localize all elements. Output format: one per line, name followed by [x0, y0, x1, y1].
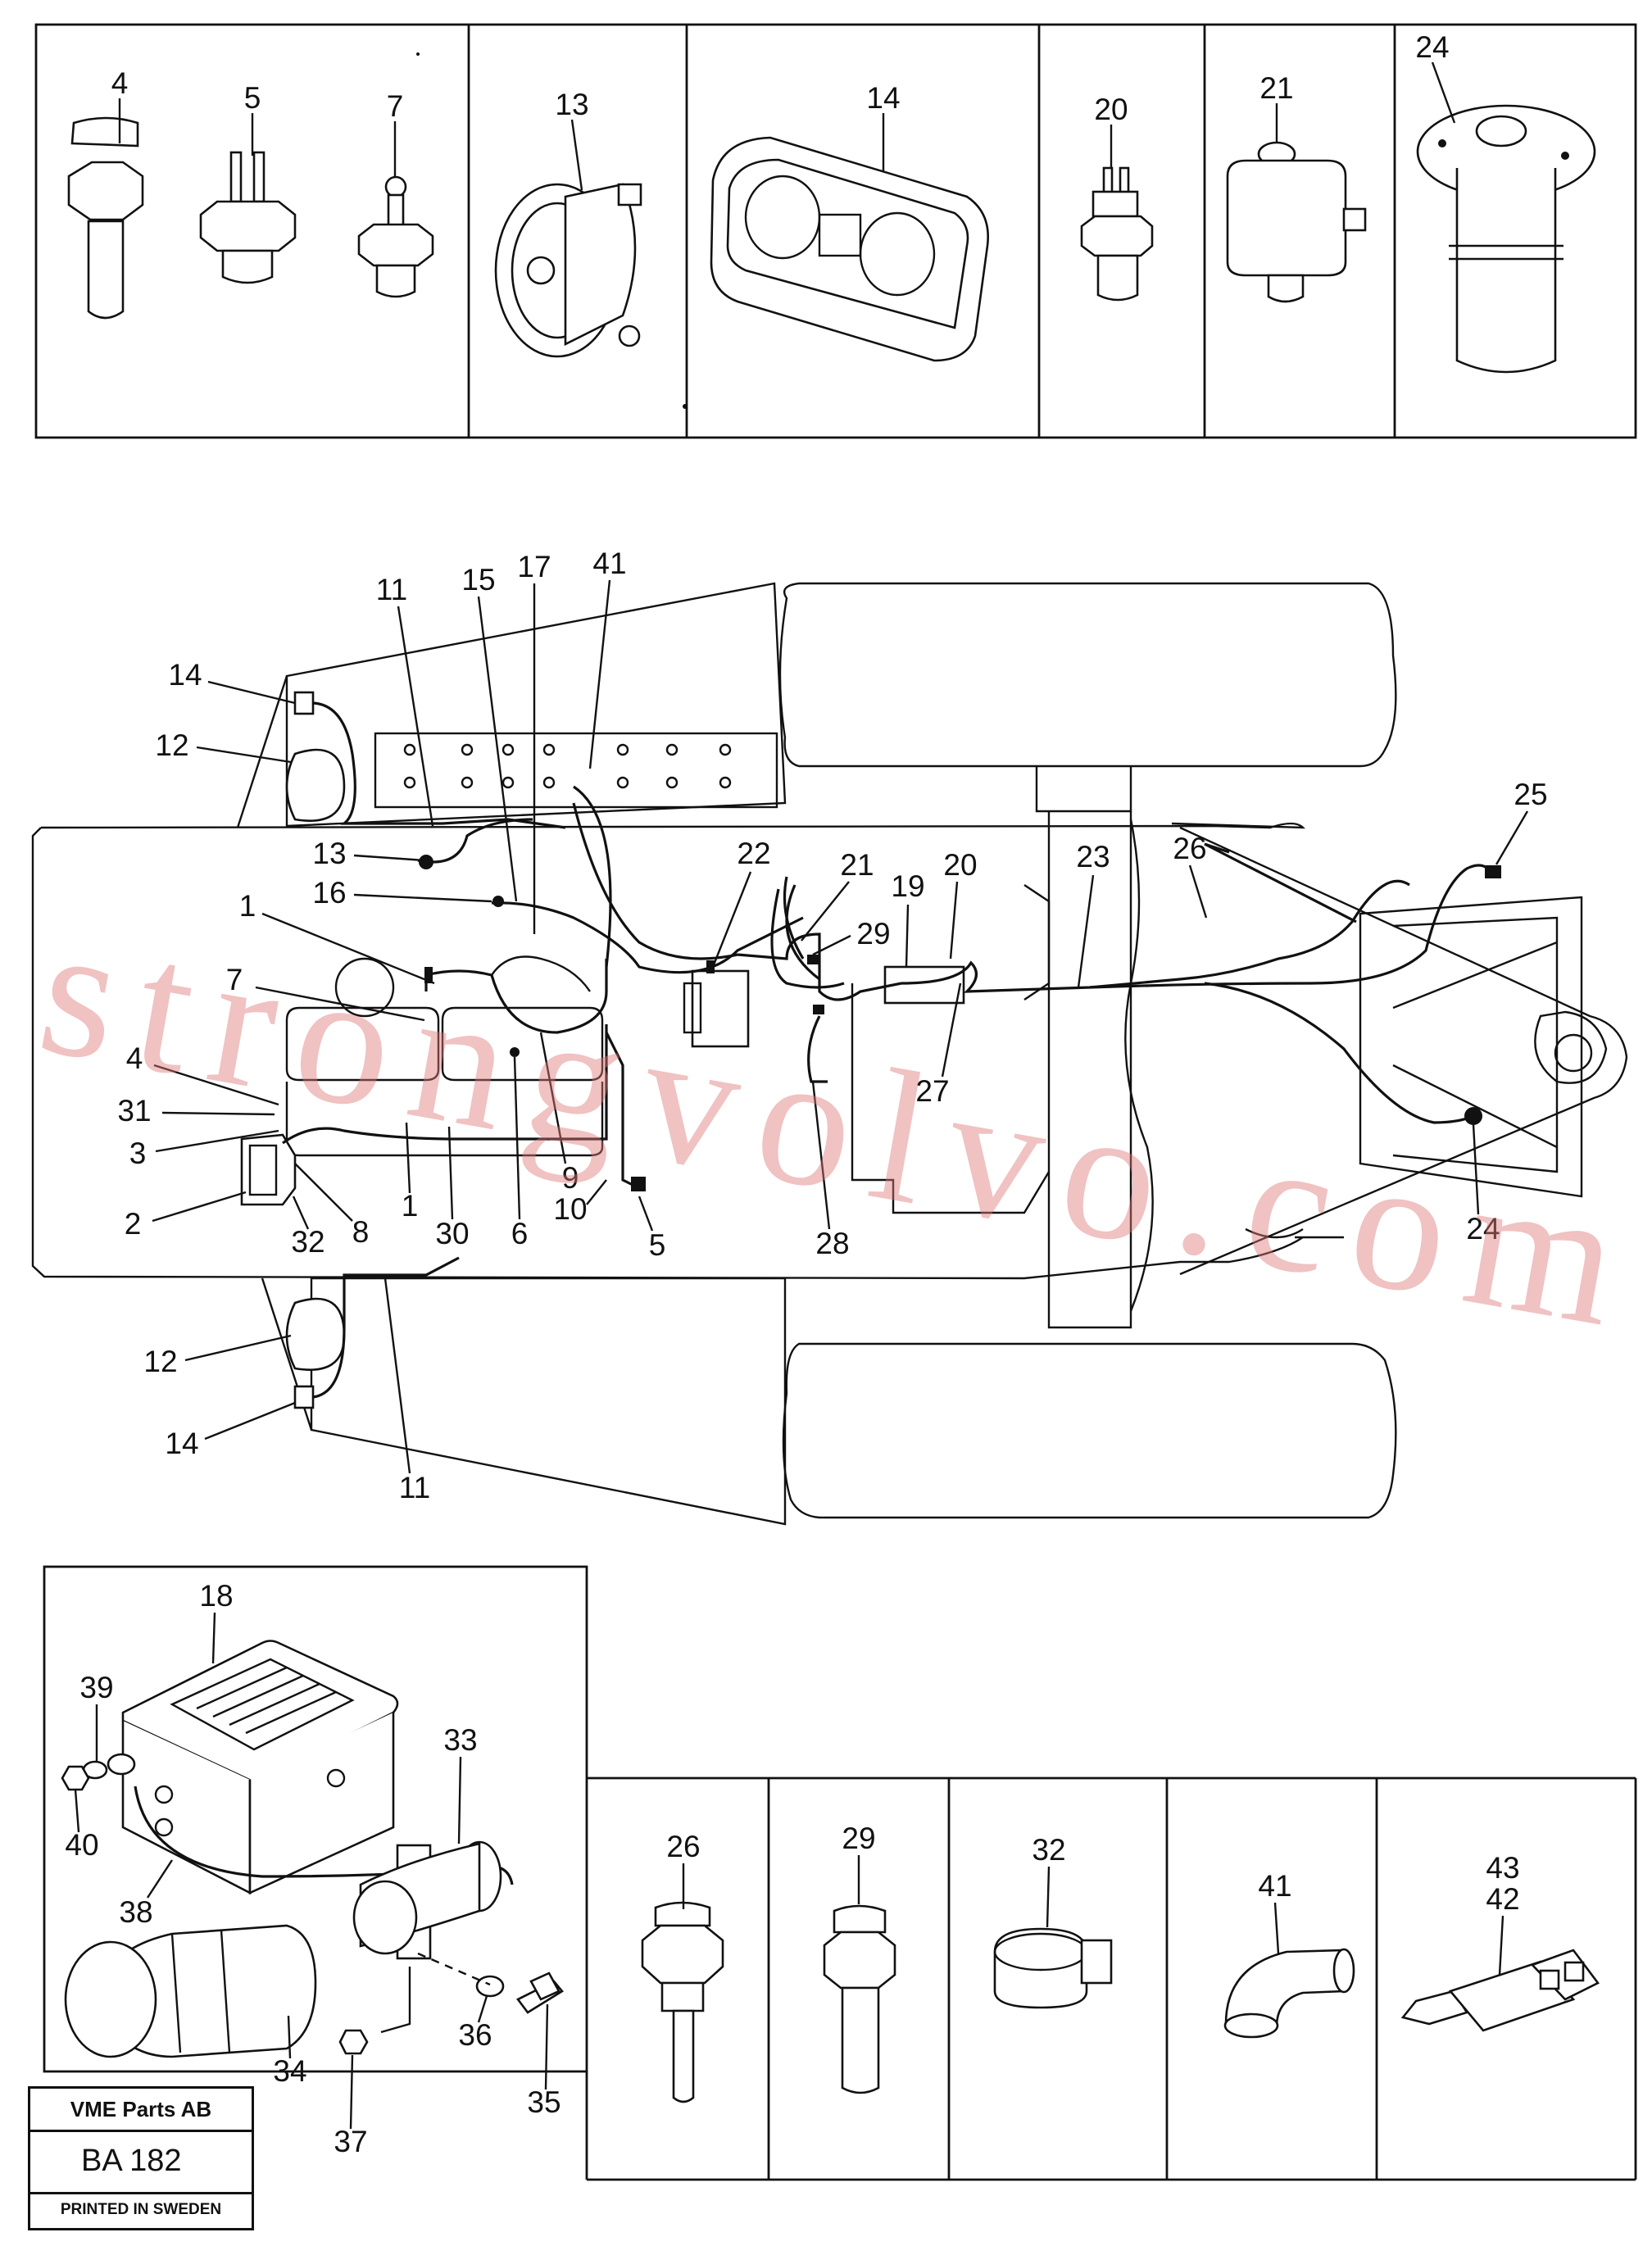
title-block: VME Parts AB BA 182 PRINTED IN SWEDEN	[28, 2086, 254, 2230]
callout-33: 33	[443, 1723, 477, 1757]
callout-13-overview: 13	[312, 837, 346, 870]
sender-part-20	[1080, 166, 1154, 302]
callout-41-overview: 41	[592, 547, 626, 580]
connector-part-42-43	[1400, 1949, 1600, 2032]
callout-34: 34	[273, 2054, 306, 2088]
callout-1-bottom: 1	[402, 1189, 419, 1223]
callout-42: 42	[1486, 1882, 1519, 1916]
callout-24: 24	[1415, 30, 1449, 64]
callout-26-overview: 26	[1173, 832, 1206, 865]
callout-12-bottom: 12	[143, 1345, 177, 1378]
bottom-parts-strip: 26 29 32 41 43 42	[585, 1776, 1637, 2181]
callout-30: 30	[435, 1217, 469, 1250]
callout-35: 35	[527, 2085, 560, 2119]
callout-29-bottom: 29	[842, 1822, 875, 1855]
callout-15: 15	[461, 563, 495, 597]
callout-23: 23	[1076, 840, 1110, 873]
sensor-part-26	[641, 1901, 724, 2103]
elbow-boot-part-41	[1223, 1948, 1355, 2039]
callout-27: 27	[915, 1074, 949, 1108]
callout-39: 39	[79, 1671, 113, 1704]
callout-32-bottom: 32	[1032, 1833, 1065, 1867]
callout-20-overview: 20	[943, 848, 977, 882]
callout-13: 13	[555, 88, 588, 121]
cap-part-32	[993, 1927, 1113, 2009]
callout-29-overview: 29	[856, 917, 890, 951]
callout-12-top: 12	[155, 728, 188, 762]
wiring-harness	[282, 701, 1493, 1399]
printed-note: PRINTED IN SWEDEN	[60, 2201, 222, 2218]
callout-38: 38	[119, 1895, 152, 1929]
machine-overview-diagram: 11 15 17 41 14 12 13 16 1 7 4 31 3 2 32 …	[31, 547, 1628, 1526]
callout-8: 8	[352, 1215, 370, 1249]
callout-14-top: 14	[168, 658, 202, 692]
callout-14: 14	[866, 81, 900, 115]
company-name: VME Parts AB	[30, 2089, 252, 2132]
callout-7-overview: 7	[226, 963, 243, 996]
solenoid-valve-part-21	[1226, 141, 1367, 303]
callout-31: 31	[117, 1094, 151, 1128]
callout-9: 9	[562, 1161, 579, 1195]
callout-5-overview: 5	[649, 1228, 666, 1262]
callout-4: 4	[111, 66, 129, 100]
callout-6: 6	[511, 1217, 529, 1250]
callout-24-overview: 24	[1466, 1212, 1500, 1246]
callout-10: 10	[553, 1192, 587, 1226]
callout-1-top: 1	[239, 889, 256, 923]
callout-19: 19	[891, 869, 924, 903]
callout-17: 17	[517, 550, 551, 583]
callout-43: 43	[1486, 1851, 1519, 1885]
top-parts-strip: 4 5 7 13 14 20 21 24	[34, 23, 1637, 439]
rear-lamp-part-14	[710, 136, 989, 362]
callout-20: 20	[1094, 93, 1128, 126]
callout-4-overview: 4	[126, 1041, 143, 1075]
callout-11-top: 11	[376, 573, 407, 606]
control-unit-detail: 18 39 40 38 33 34 36 35 37	[43, 1565, 588, 2158]
callout-41-bottom: 41	[1258, 1869, 1291, 1903]
sensor-part-29	[823, 1904, 896, 2094]
callout-16: 16	[312, 876, 346, 910]
sheet-number: BA 182	[30, 2130, 252, 2194]
fuel-gauge-sender-part-24	[1416, 104, 1596, 374]
horn-part-13	[494, 183, 642, 358]
callout-21-overview: 21	[840, 848, 874, 882]
perforation-holes	[403, 743, 732, 789]
callout-21: 21	[1259, 71, 1293, 105]
callout-22: 22	[737, 837, 770, 870]
callout-28: 28	[815, 1227, 849, 1260]
callout-26-bottom: 26	[666, 1830, 700, 1863]
temperature-sensor-part-4	[67, 116, 144, 320]
pressure-switch-part-7	[357, 175, 434, 298]
callout-40: 40	[65, 1828, 98, 1862]
callout-5: 5	[244, 81, 261, 115]
callout-2: 2	[125, 1207, 142, 1241]
callout-11-bottom: 11	[399, 1471, 430, 1504]
callout-25: 25	[1514, 778, 1547, 811]
callout-32-overview: 32	[291, 1225, 324, 1259]
pressure-switch-part-5	[199, 151, 297, 284]
callout-7: 7	[387, 89, 404, 123]
callout-37: 37	[334, 2125, 367, 2158]
callout-18: 18	[199, 1579, 233, 1613]
callout-3: 3	[129, 1137, 147, 1170]
callout-36: 36	[458, 2018, 492, 2052]
callout-14-bottom: 14	[165, 1427, 198, 1460]
